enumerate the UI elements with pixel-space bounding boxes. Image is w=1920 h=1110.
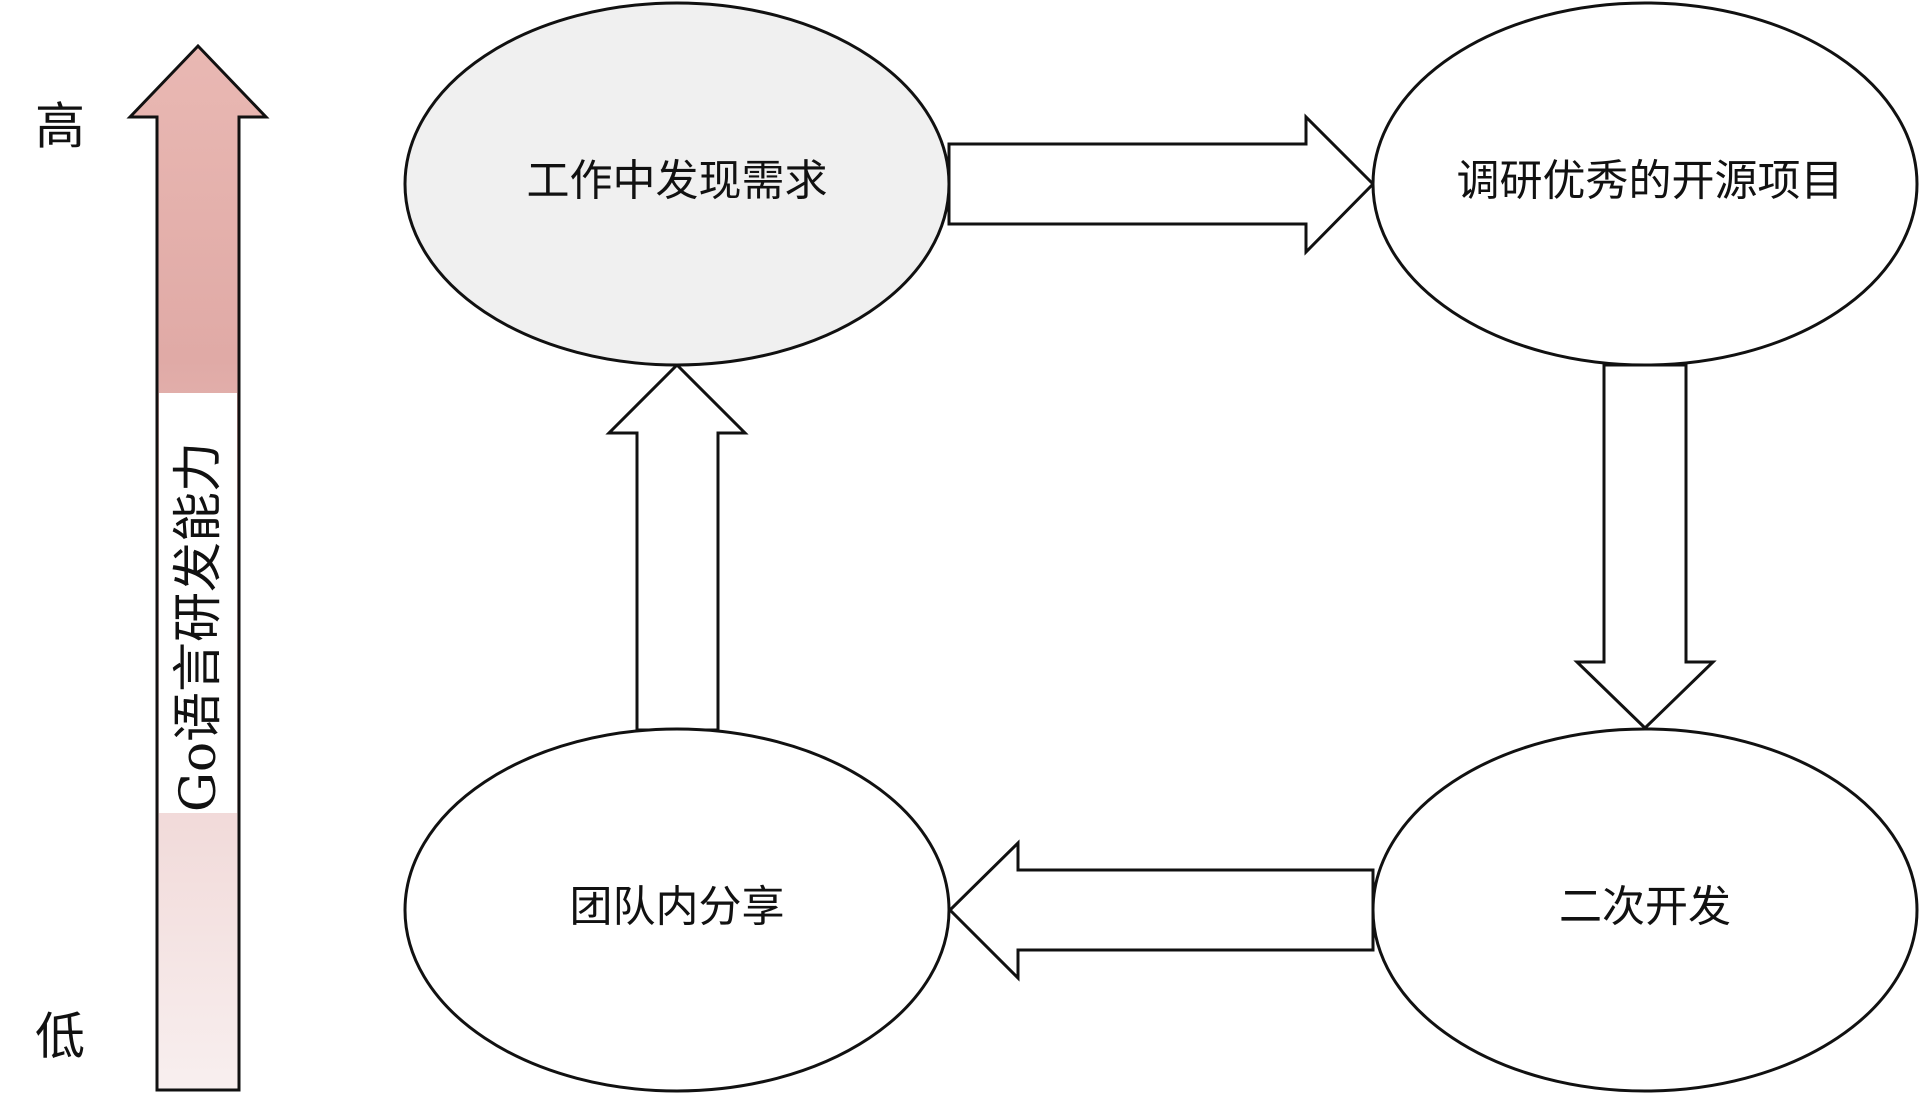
node-develop-label: 二次开发 <box>1559 883 1731 933</box>
node-share: 团队内分享 <box>403 727 951 1093</box>
scale-axis-label: Go语言研发能力 <box>169 442 227 812</box>
capability-scale-arrow: Go语言研发能力 <box>126 43 270 1092</box>
node-develop: 二次开发 <box>1371 727 1919 1093</box>
node-discover-shape <box>403 1 951 367</box>
node-research-label: 调研优秀的开源项目 <box>1457 157 1844 207</box>
arrow-develop-to-share <box>947 839 1375 982</box>
arrow-discover-to-research <box>947 113 1376 256</box>
arrow-research-to-develop <box>1573 363 1717 731</box>
low-label: 低 <box>35 1008 85 1066</box>
arrow-share-to-discover <box>605 362 749 732</box>
node-develop-shape <box>1371 727 1919 1093</box>
node-discover-label: 工作中发现需求 <box>527 157 828 207</box>
node-share-shape <box>403 727 951 1093</box>
high-label: 高 <box>35 98 85 156</box>
node-research-shape <box>1371 1 1919 367</box>
scale-label-band <box>159 393 237 813</box>
node-share-label: 团队内分享 <box>570 883 785 933</box>
node-discover: 工作中发现需求 <box>403 1 951 367</box>
node-research: 调研优秀的开源项目 <box>1371 1 1919 367</box>
